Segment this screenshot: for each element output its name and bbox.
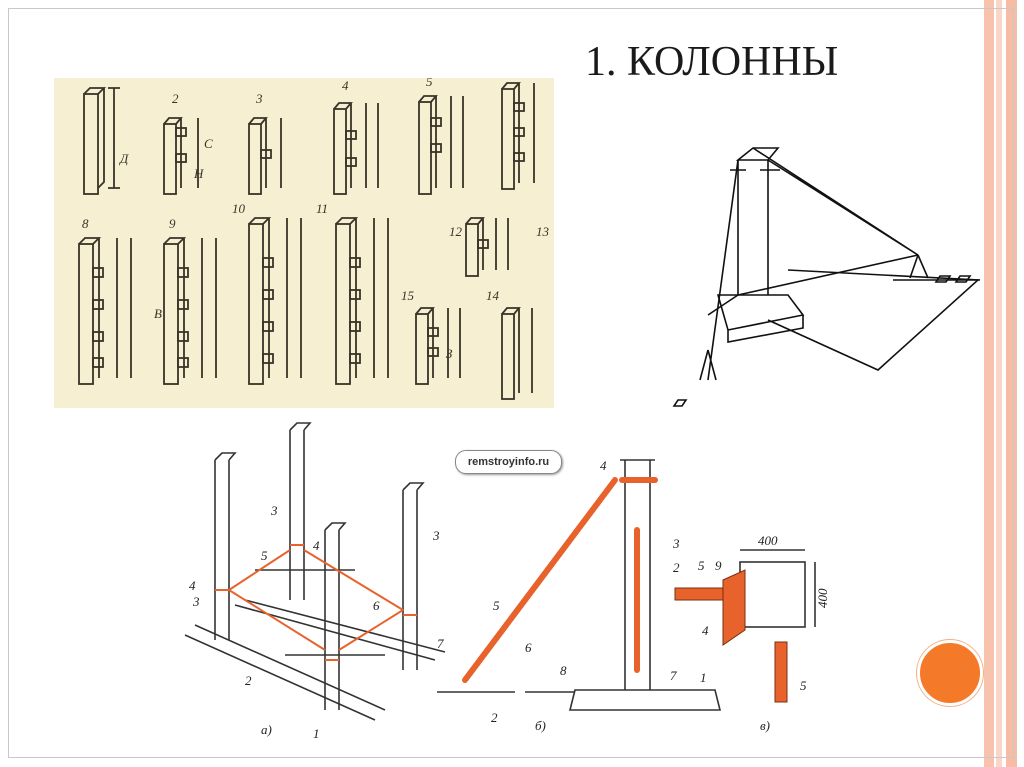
formwork-variant-v <box>739 549 816 628</box>
dimension-letter-d: Д <box>118 151 129 166</box>
column-sketch-4 <box>333 102 379 195</box>
formwork-variant-b <box>437 459 722 711</box>
formwork-sketch: 3 4 5 6 7 2 1 3 4 3 4 3 2 5 6 7 8 1 2 5 … <box>184 422 830 741</box>
slide-frame <box>8 8 1014 758</box>
accent-circle <box>917 640 983 706</box>
sketch-number-9: 9 <box>169 216 176 231</box>
installation-sketch <box>672 147 980 407</box>
source-watermark: remstroyinfo.ru <box>455 450 562 474</box>
dimension-letter-n: Н <box>193 166 204 181</box>
column-installation-drawing <box>668 120 980 415</box>
label-b-8: 8 <box>560 663 567 678</box>
decor-stripe-1 <box>984 0 994 767</box>
sketch-number-8: 8 <box>82 216 89 231</box>
dimension-letter-z: З <box>446 346 453 361</box>
label-a-4: 4 <box>313 538 320 553</box>
sketch-number-13: 13 <box>536 224 550 239</box>
sketch-number-12: 12 <box>449 224 463 239</box>
sketch-number-15: 15 <box>401 288 415 303</box>
label-v-5b: 5 <box>800 678 807 693</box>
column-sketch-11 <box>335 217 389 385</box>
label-a-5: 5 <box>261 548 268 563</box>
label-a-4b: 4 <box>189 578 196 593</box>
label-b-4: 4 <box>600 458 607 473</box>
caption-a: а) <box>261 722 272 737</box>
sketch-number-10: 10 <box>232 201 246 216</box>
label-b-5: 5 <box>493 598 500 613</box>
caption-v: в) <box>760 718 770 733</box>
label-a-3b: 3 <box>192 594 200 609</box>
label-a-7: 7 <box>437 636 444 651</box>
label-a-3: 3 <box>270 503 278 518</box>
dimension-width: 400 <box>758 533 778 548</box>
column-sketch-8 <box>78 237 132 385</box>
label-a-3c: 3 <box>432 528 440 543</box>
formwork-drawings: 3 4 5 6 7 2 1 3 4 3 4 3 2 5 6 7 8 1 2 5 … <box>175 420 835 750</box>
label-a-6: 6 <box>373 598 380 613</box>
label-a-1: 1 <box>313 726 320 741</box>
column-types-drawing: 2 3 4 5 8 9 10 11 12 13 14 15 Д С В Н З <box>78 74 550 400</box>
sketch-number-5: 5 <box>426 78 433 89</box>
column-sketch-10 <box>248 217 302 385</box>
dimension-letter-s: С <box>204 136 213 151</box>
sketch-number-11: 11 <box>316 201 328 216</box>
label-b-7: 7 <box>670 668 677 683</box>
label-b-6: 6 <box>525 640 532 655</box>
sketch-number-3: 3 <box>255 91 263 106</box>
label-b-3: 3 <box>672 536 680 551</box>
label-v-5: 5 <box>698 558 705 573</box>
column-sketch-5 <box>418 95 464 195</box>
column-sketch-14 <box>501 307 533 400</box>
sketch-number-4: 4 <box>342 78 349 93</box>
caption-b: б) <box>535 718 546 733</box>
column-sketch-15 <box>415 307 461 385</box>
column-sketch-3 <box>248 117 282 195</box>
label-a-2: 2 <box>245 673 252 688</box>
label-b-2: 2 <box>673 560 680 575</box>
dimension-letter-v: В <box>154 306 162 321</box>
decor-stripe-2 <box>996 0 1002 767</box>
label-v-9: 9 <box>715 558 722 573</box>
label-b-1: 1 <box>700 670 707 685</box>
column-sketch-12 <box>465 217 509 277</box>
column-sketch-2 <box>163 117 199 195</box>
formwork-variant-a <box>184 422 446 721</box>
slide-title: 1. КОЛОННЫ <box>585 39 839 85</box>
decor-stripe-4 <box>1016 0 1024 767</box>
decor-stripe-3 <box>1006 0 1016 767</box>
dimension-height: 400 <box>815 588 830 608</box>
sketch-number-14: 14 <box>486 288 500 303</box>
label-v-4: 4 <box>702 623 709 638</box>
column-types-sketch: 2 3 4 5 8 9 10 11 12 13 14 15 Д С В Н З <box>54 74 554 408</box>
column-sketch-6 <box>501 82 535 190</box>
label-b-2b: 2 <box>491 710 498 725</box>
sketch-number-2: 2 <box>172 91 179 106</box>
column-sketch-9 <box>163 237 217 385</box>
column-sketch-1 <box>83 87 120 195</box>
